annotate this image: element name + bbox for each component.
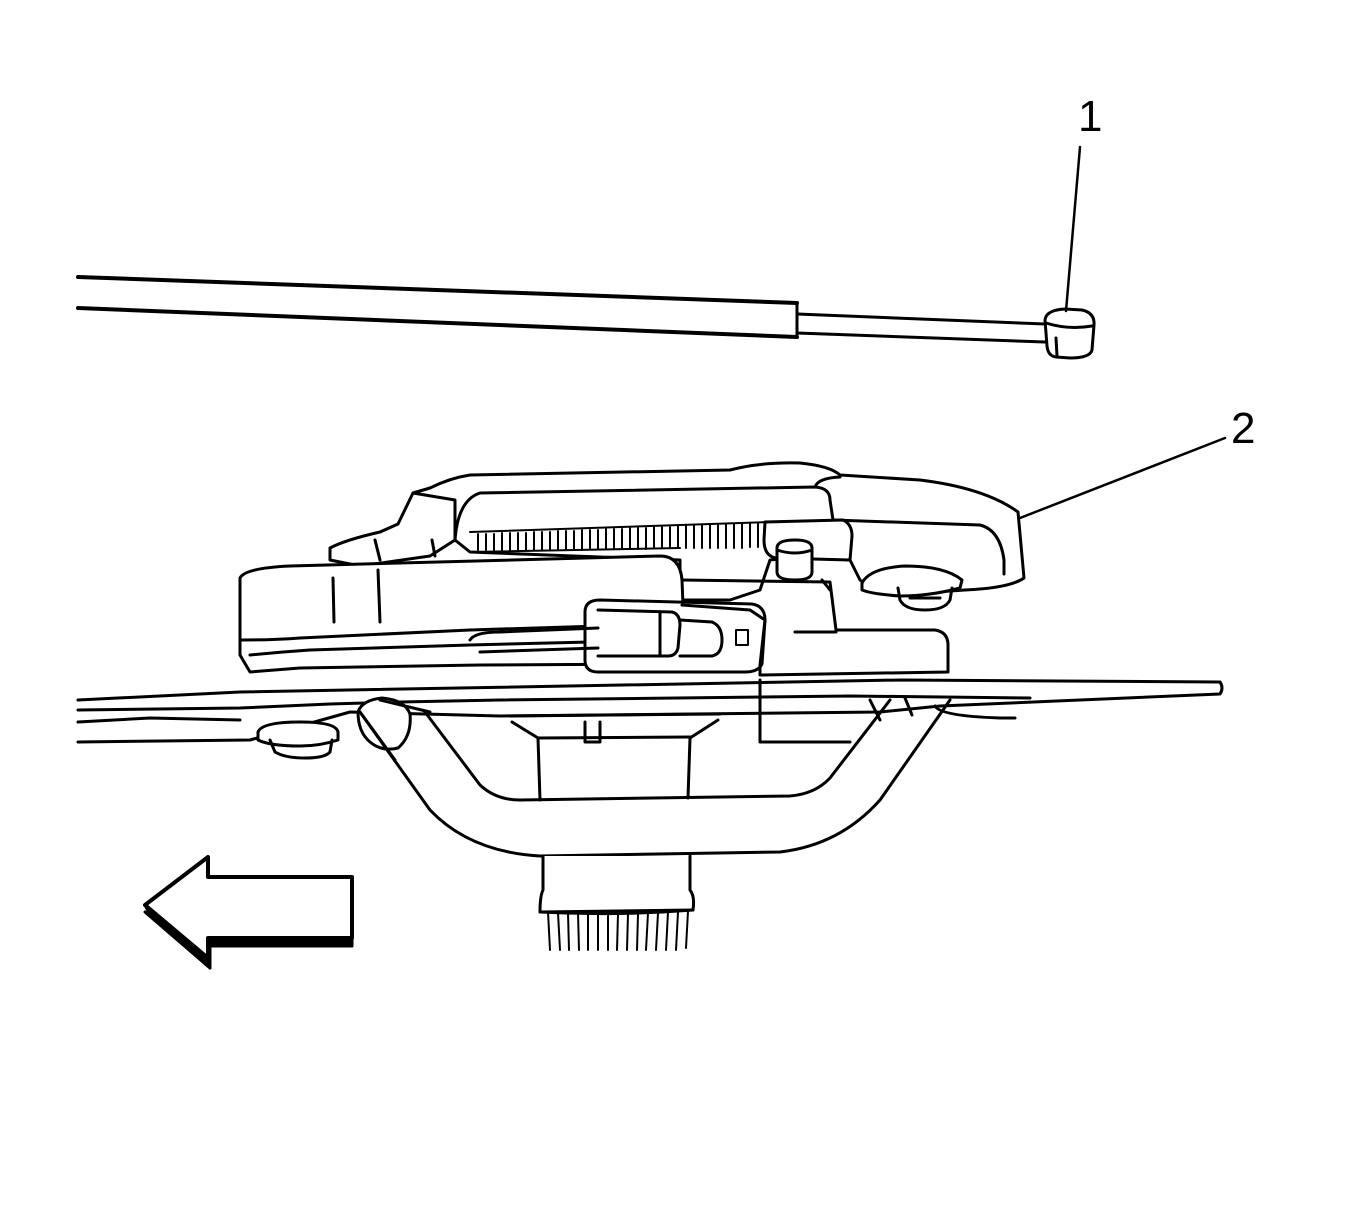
gear-teeth <box>469 521 771 553</box>
cable-end-fitting <box>1043 307 1096 360</box>
callout-1-label: 1 <box>1078 92 1102 141</box>
brake-cable <box>76 275 1096 360</box>
direction-arrow-left <box>143 855 354 970</box>
pivot-bolt <box>775 538 814 582</box>
callout-2-leader <box>1018 436 1227 520</box>
brake-actuator-assembly <box>238 461 1026 677</box>
callout-1-leader <box>1064 145 1082 313</box>
mounting-plate <box>76 678 1224 760</box>
callout-2-label: 2 <box>1231 404 1255 453</box>
lower-frame <box>358 678 1017 951</box>
cable-connector-slot <box>468 598 767 674</box>
mounting-nut-right <box>860 564 964 612</box>
mounting-nut-left <box>256 720 340 760</box>
output-shaft <box>538 854 696 951</box>
